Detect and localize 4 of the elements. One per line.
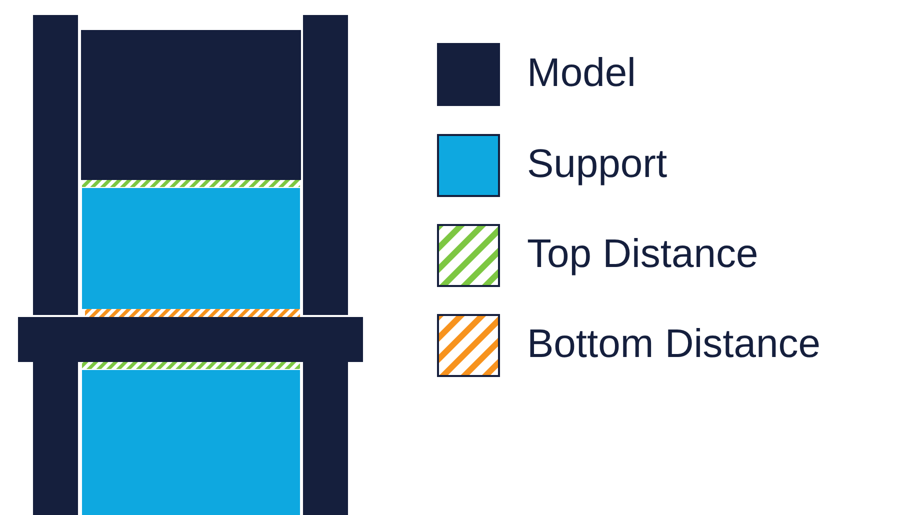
legend-label: Bottom Distance <box>527 321 820 368</box>
legend-label: Top Distance <box>527 231 758 278</box>
legend-label: Model <box>527 50 636 97</box>
legend-label: Support <box>527 141 668 188</box>
